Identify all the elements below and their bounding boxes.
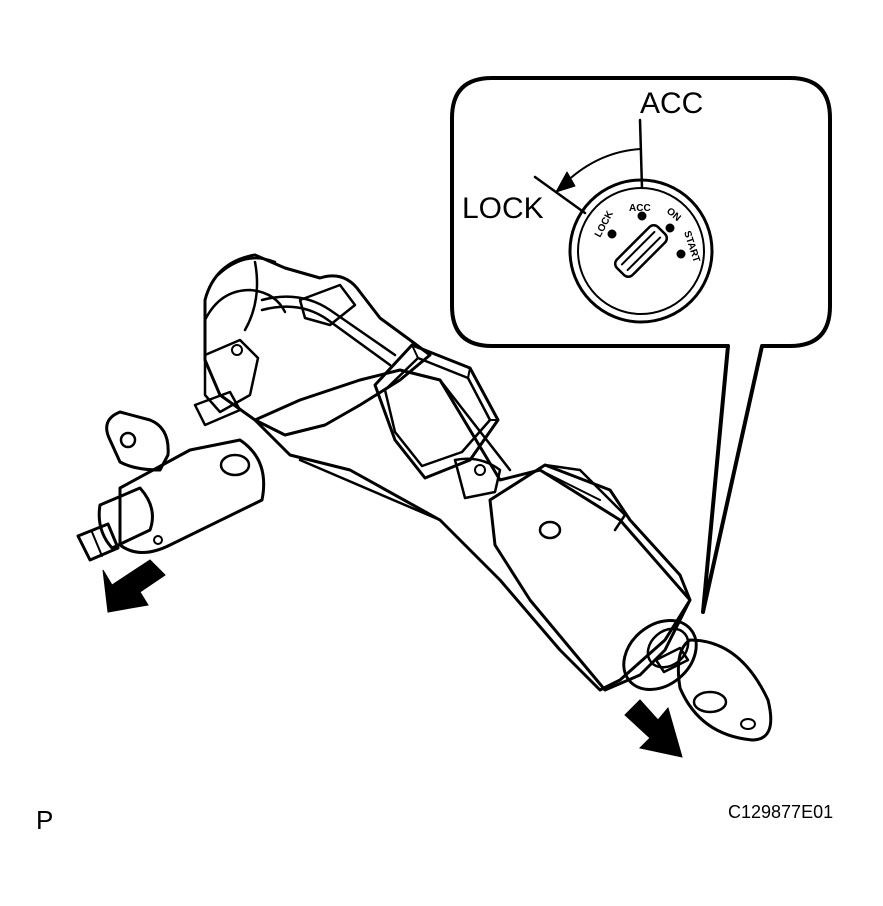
left-clamp-hole (219, 453, 251, 477)
dial-label-start: START (681, 230, 702, 264)
ignition-dial-inner (577, 187, 705, 315)
lock-indicator-line (533, 175, 587, 215)
column-module-box (373, 343, 500, 480)
left-collar (97, 486, 154, 550)
label-lock: LOCK (462, 192, 544, 225)
dial-dot-lock (607, 229, 617, 239)
left-end-tube (118, 438, 266, 554)
acc-indicator-line (638, 118, 644, 190)
wiring-connector (76, 522, 120, 562)
ignition-dial-outer (568, 178, 714, 324)
ignition-key (654, 638, 773, 742)
left-clip-bracket (203, 338, 260, 414)
pull-arrow-left (102, 559, 166, 613)
upper-housing-rim (216, 256, 277, 277)
inset-callout-bubble (450, 76, 832, 614)
dial-label-acc: ACC (629, 203, 651, 214)
dial-dot-acc (637, 211, 647, 221)
cylinder-screw-hole (538, 520, 562, 540)
ignition-cylinder-housing (488, 463, 692, 692)
upper-bracket (298, 283, 357, 327)
footer-left-mark: P (36, 805, 53, 835)
left-mounting-bracket (105, 410, 170, 472)
dial-dot-on (665, 223, 675, 233)
pull-arrow-right (624, 699, 683, 758)
dial-dot-start (676, 249, 686, 259)
figure-id: C129877E01 (728, 802, 833, 822)
bracket-bolt-hole (119, 431, 137, 449)
column-body (253, 368, 692, 692)
dial-label-on: ON (664, 206, 683, 224)
key-slot-icon (613, 223, 669, 279)
label-acc: ACC (640, 87, 703, 120)
rotation-arrowhead (555, 171, 576, 193)
